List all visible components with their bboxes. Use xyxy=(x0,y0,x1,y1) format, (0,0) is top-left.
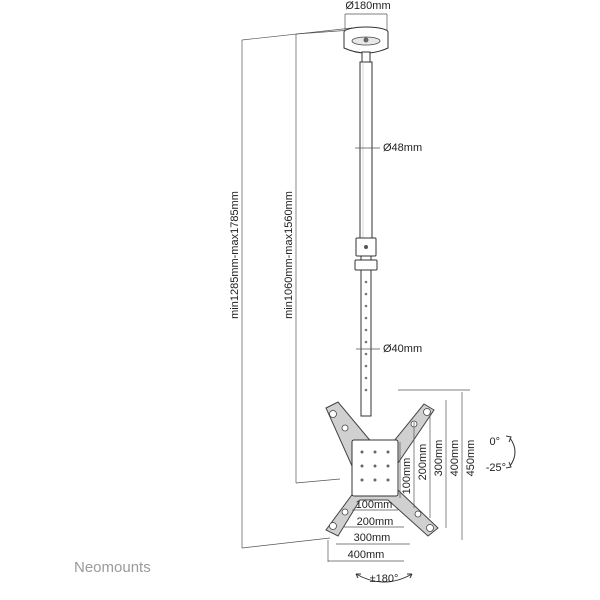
vesa-horizontal-dimensions: 100mm 200mm 300mm 400mm xyxy=(327,499,410,562)
adjustment-holes xyxy=(364,280,368,392)
ceiling-plate xyxy=(343,26,389,63)
upper-tube-dimension: Ø48mm xyxy=(355,142,422,154)
base-diameter-label: Ø180mm xyxy=(345,0,390,12)
tilt-up-label: 0° xyxy=(489,436,500,448)
swivel-indicator: ±180° xyxy=(355,573,413,585)
tilt-indicator: 0° -25° xyxy=(486,435,516,474)
height-dimensions: min1285mm-max1785mm min1060mm-max1560mm xyxy=(229,191,295,319)
plate-holes xyxy=(360,450,390,482)
lower-tube-dimension: Ø40mm xyxy=(356,343,422,355)
brand-logo: Neomounts xyxy=(74,559,151,576)
swivel-label: ±180° xyxy=(370,573,399,585)
vesa-vertical-100-label: 100mm xyxy=(401,458,413,495)
vesa-vertical-450-label: 450mm xyxy=(465,440,477,477)
vesa-horizontal-300-label: 300mm xyxy=(354,532,391,544)
vesa-vertical-200-label: 200mm xyxy=(417,444,429,481)
base-diameter-dimension: Ø180mm xyxy=(344,0,391,30)
lower-tube xyxy=(354,255,378,417)
vesa-horizontal-200-label: 200mm xyxy=(357,516,394,528)
lower-tube-diameter-label: Ø40mm xyxy=(383,343,422,355)
vesa-mount xyxy=(325,401,439,537)
extension-lines xyxy=(241,27,353,549)
vesa-vertical-300-label: 300mm xyxy=(433,440,445,477)
overall-height-label: min1285mm-max1785mm xyxy=(229,191,241,319)
vesa-vertical-dimensions: 100mm 200mm 300mm 400mm 450mm xyxy=(398,389,477,540)
arm-holes xyxy=(329,408,434,532)
upper-tube xyxy=(355,61,377,257)
upper-tube-diameter-label: Ø48mm xyxy=(383,142,422,154)
tilt-down-label: -25° xyxy=(486,462,506,474)
vesa-horizontal-100-label: 100mm xyxy=(356,499,393,511)
pole-height-label: min1060mm-max1560mm xyxy=(283,191,295,319)
vesa-horizontal-400-label: 400mm xyxy=(348,549,385,561)
vesa-vertical-400-label: 400mm xyxy=(449,440,461,477)
